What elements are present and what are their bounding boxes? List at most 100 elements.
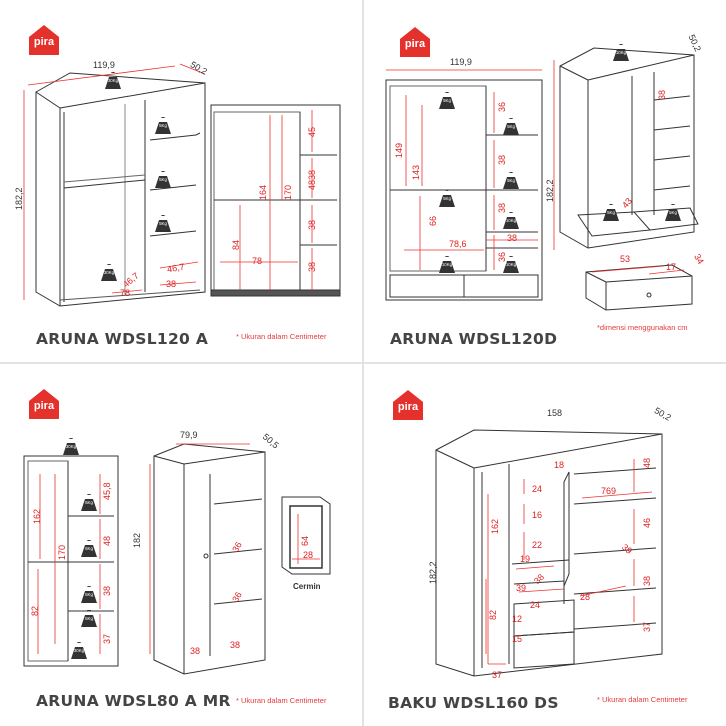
weight-label: 5Kg xyxy=(159,177,167,182)
dim-38c: 38 xyxy=(507,233,518,243)
dim-53: 53 xyxy=(620,254,631,264)
weight-label: 10Kg xyxy=(505,218,517,223)
product-title: ARUNA WDSL80 A MR xyxy=(36,692,231,710)
weight-icon: 5Kg xyxy=(602,199,620,222)
weight-icon: 10Kg xyxy=(438,251,456,274)
dim-22: 22 xyxy=(532,540,543,550)
front-38b: 38 xyxy=(307,219,317,230)
dim-17: 17 xyxy=(666,262,677,272)
weight-icon: 5Kg xyxy=(438,87,456,110)
dim-height: 182,2 xyxy=(545,179,555,202)
dim-12: 12 xyxy=(512,614,523,624)
dim-width: 119,9 xyxy=(93,60,115,70)
weight-label: 5Kg xyxy=(507,124,515,129)
weight-label: 10Kg xyxy=(441,262,453,267)
dim-28: 28 xyxy=(580,592,591,602)
dim-143: 143 xyxy=(411,164,421,180)
weight-icon: 5Kg xyxy=(80,605,98,628)
unit-note: * Ukuran dalam Centimeter xyxy=(236,332,327,341)
weight-icon: 5Kg xyxy=(80,581,98,604)
weight-label: 10Kg xyxy=(505,262,517,267)
weight-icon: 10Kg xyxy=(502,251,520,274)
weight-label: 5Kg xyxy=(85,616,93,621)
dim-769: 769 xyxy=(601,486,617,496)
product-title: BAKU WDSL160 DS xyxy=(388,694,559,712)
front-38a: 38 xyxy=(307,169,317,180)
front-84: 84 xyxy=(231,239,241,250)
dim-24b: 24 xyxy=(530,600,541,610)
weight-icon: 5Kg xyxy=(154,112,172,135)
weight-icon: 5Kg xyxy=(502,113,520,136)
mirror-28: 28 xyxy=(303,550,314,560)
dim-18: 18 xyxy=(554,460,565,470)
panel-aruna-wdsl120a: pira xyxy=(0,0,362,362)
dim-48: 48 xyxy=(642,457,652,468)
dim-15: 15 xyxy=(512,634,523,644)
dim-b38a: 38 xyxy=(190,646,201,656)
dim-149: 149 xyxy=(394,142,404,158)
unit-note: * Ukuran dalam Centimeter xyxy=(597,695,688,704)
pira-logo: pira xyxy=(27,23,61,57)
weight-label: 30Kg xyxy=(65,444,77,449)
dim-16: 16 xyxy=(532,510,543,520)
dim-38-side: 38 xyxy=(657,89,667,100)
weight-label: 30Kg xyxy=(73,648,85,653)
dim-82: 82 xyxy=(30,605,40,616)
pira-logo: pira xyxy=(27,387,61,421)
weight-label: 5Kg xyxy=(159,123,167,128)
weight-icon: 5Kg xyxy=(80,535,98,558)
wardrobe-drawing-120a xyxy=(23,63,341,307)
pira-logo: pira xyxy=(398,25,432,59)
horizontal-divider xyxy=(0,362,726,364)
dim-width: 158 xyxy=(547,408,563,418)
weight-icon: 5Kg xyxy=(438,185,456,208)
panel-aruna-wdsl80amr: pira 79,9 50,5 182 16 xyxy=(0,364,362,726)
weight-icon: 5Kg xyxy=(664,199,682,222)
dim-46: 46 xyxy=(642,517,652,528)
weight-icon: 30Kg xyxy=(100,259,118,282)
front-170: 170 xyxy=(283,184,293,200)
dim-37b: 37 xyxy=(642,621,652,632)
dim-width: 119,9 xyxy=(450,57,472,67)
weight-icon: 30Kg xyxy=(70,637,88,660)
weight-icon: 5Kg xyxy=(154,166,172,189)
weight-label: 5Kg xyxy=(607,210,615,215)
dim-37: 37 xyxy=(492,670,503,680)
dim-170: 170 xyxy=(57,544,67,560)
weight-label: 5Kg xyxy=(669,210,677,215)
dim-height: 182,2 xyxy=(428,561,438,584)
weight-label: 5Kg xyxy=(85,592,93,597)
weight-label: 10Kg xyxy=(615,50,627,55)
product-title: ARUNA WDSL120D xyxy=(390,330,558,348)
dim-38b: 38 xyxy=(642,575,652,586)
front-78: 78 xyxy=(252,256,263,266)
unit-note: *dimensi menggunakan cm xyxy=(597,323,688,332)
mirror-64: 64 xyxy=(300,535,310,546)
weight-label: 5Kg xyxy=(85,546,93,551)
wardrobe-drawing-80amr xyxy=(23,443,331,675)
dim-24: 24 xyxy=(532,484,543,494)
unit-note: * Ukuran dalam Centimeter xyxy=(236,696,327,705)
dim-38a: 38 xyxy=(497,154,507,165)
weight-label: 30Kg xyxy=(103,270,115,275)
dim-82: 82 xyxy=(488,609,498,620)
dim-66: 66 xyxy=(428,215,438,226)
logo-text: pira xyxy=(397,401,419,413)
dim-162: 162 xyxy=(32,508,42,524)
weight-icon: 30Kg xyxy=(62,433,80,456)
dim-b38b: 38 xyxy=(230,640,241,650)
weight-icon: 5Kg xyxy=(154,210,172,233)
panel-aruna-wdsl120d: pira xyxy=(364,0,726,362)
weight-label: 5Kg xyxy=(443,98,451,103)
weight-label: 30Kg xyxy=(107,78,119,83)
front-38c: 38 xyxy=(307,261,317,272)
front-45: 45 xyxy=(307,126,317,137)
weight-label: 5Kg xyxy=(159,221,167,226)
front-48: 48 xyxy=(307,179,317,190)
dim-458: 45,8 xyxy=(102,482,112,500)
dim-19: 19 xyxy=(520,554,531,564)
weight-icon: 30Kg xyxy=(104,67,122,90)
product-title: ARUNA WDSL120 A xyxy=(36,330,209,348)
pira-logo: pira xyxy=(391,388,425,422)
dim-37: 37 xyxy=(102,633,112,644)
